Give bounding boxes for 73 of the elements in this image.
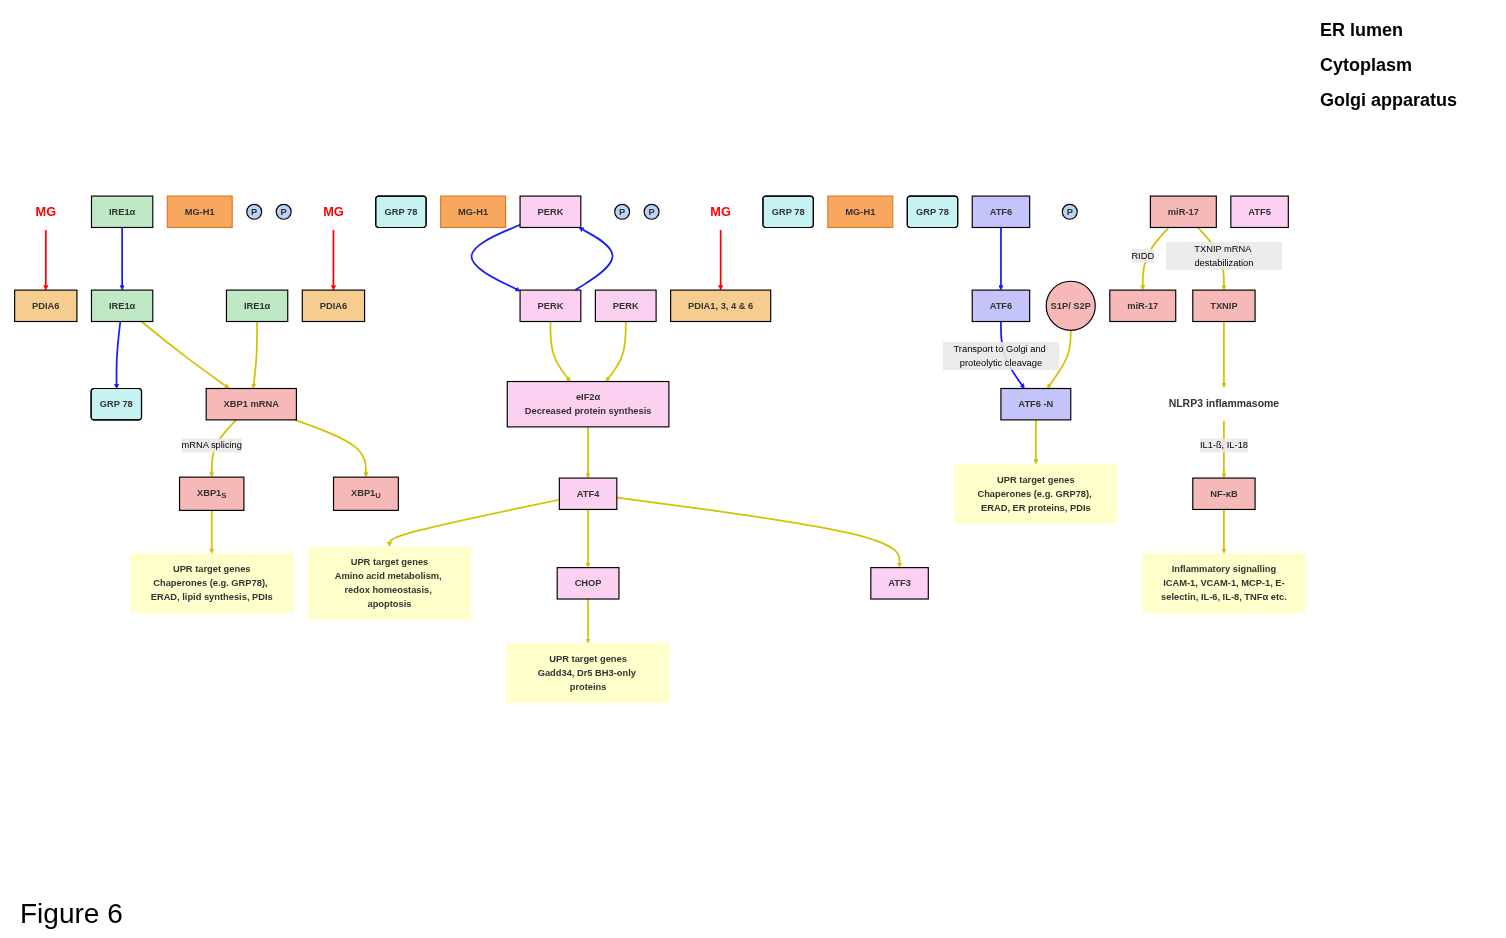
node-box: PERK <box>519 195 582 229</box>
arrow <box>574 227 614 291</box>
arrow <box>330 229 336 291</box>
node-circle: S1P/ S2P <box>1045 280 1096 331</box>
arrow <box>718 229 724 291</box>
arrow <box>1221 508 1227 554</box>
node-box: PERK <box>594 289 657 323</box>
node-box: PDIA6 <box>301 289 366 323</box>
node-circle: P <box>275 203 292 220</box>
node-box: XBP1 mRNA <box>205 387 297 421</box>
node-box: UPR target genes Amino acid metabolism, redox homeostasis, apoptosis <box>307 546 472 621</box>
arrow <box>1140 226 1170 291</box>
node-circle: P <box>614 203 631 220</box>
region-label: ER lumen <box>1320 20 1404 41</box>
arrow <box>140 320 230 389</box>
region-label: Cytoplasm <box>1320 55 1414 76</box>
node-box: UPR target genes Gadd34, Dr5 BH3-only proteins <box>506 642 670 703</box>
node-box: NF-κB <box>1192 477 1256 511</box>
node-box: miR-17 <box>1109 289 1177 323</box>
node-box: XBP1$_{S}$ <box>178 476 245 511</box>
edge-label: TXNIP mRNA destabilization <box>1194 243 1254 268</box>
arrow <box>119 226 125 291</box>
arrow <box>43 229 49 291</box>
arrow <box>114 320 122 389</box>
arrow <box>1033 419 1039 465</box>
node-box: UPR target genes Chaperones (e.g. GRP78), ERAD, lipid synthesis, PDIs <box>130 553 294 614</box>
node-box: MG-H1 <box>166 195 233 229</box>
arrow <box>585 426 591 479</box>
node-box: PDIA6 <box>14 289 78 323</box>
edge-label: Transport to Golgi and proteolytic cleavage <box>953 343 1046 368</box>
node-box: Inflammatory signalling ICAM-1, VCAM-1, MCP-1, E-selectin, IL-6, IL-8, TNFα etc. <box>1142 553 1306 614</box>
node-box: IRE1α <box>90 195 154 229</box>
arrow <box>1046 329 1072 389</box>
arrow <box>470 223 521 292</box>
node-circle: P <box>643 203 660 220</box>
edge-label: IL1-ß, IL-18 <box>1199 440 1248 451</box>
node-box: MG-H1 <box>440 195 507 229</box>
node-text: MG <box>35 204 57 220</box>
node-box: miR-17 <box>1149 195 1217 229</box>
arrow <box>294 419 369 478</box>
arrow <box>1221 320 1227 388</box>
figure-caption: Figure 6 <box>20 898 123 930</box>
node-circle: P <box>246 203 263 220</box>
node-box: ATF6 -N <box>1000 387 1072 421</box>
arrow <box>605 320 627 382</box>
arrow <box>549 320 571 382</box>
node-box: TXNIP <box>1192 289 1256 323</box>
arrow <box>585 598 591 644</box>
node-text: MG <box>710 204 731 220</box>
node-box: ATF4 <box>558 477 618 511</box>
edge-label: mRNA splicing <box>181 440 242 451</box>
edge-label: RIDD <box>1131 250 1155 261</box>
node-text: MG <box>323 204 344 220</box>
node-box: PDIA1, 3, 4 & 6 <box>670 289 772 323</box>
arrow <box>998 226 1004 291</box>
arrow <box>585 508 591 568</box>
region-label: Golgi apparatus <box>1320 90 1459 111</box>
node-box: ATF6 <box>971 289 1031 323</box>
node-text: NLRP3 inflammasome <box>1168 398 1280 410</box>
node-box: IRE1α <box>225 289 289 323</box>
arrow <box>251 320 258 389</box>
node-box: ATF3 <box>870 567 929 600</box>
node-box: IRE1α <box>90 289 154 323</box>
node-box: PERK <box>519 289 582 323</box>
node-box: CHOP <box>556 567 620 600</box>
arrow <box>209 509 215 554</box>
node-box: eIF2α Decreased protein synthesis <box>506 380 670 428</box>
node-box: XBP1$_{U}$ <box>332 476 399 511</box>
node-box: UPR target genes Chaperones (e.g. GRP78), ERAD, ER proteins, PDIs <box>954 463 1118 524</box>
node-circle: P <box>1061 203 1078 220</box>
node-box: ATF6 <box>971 195 1031 229</box>
node-box: MG-H1 <box>827 195 894 229</box>
node-box: ATF5 <box>1230 195 1289 229</box>
